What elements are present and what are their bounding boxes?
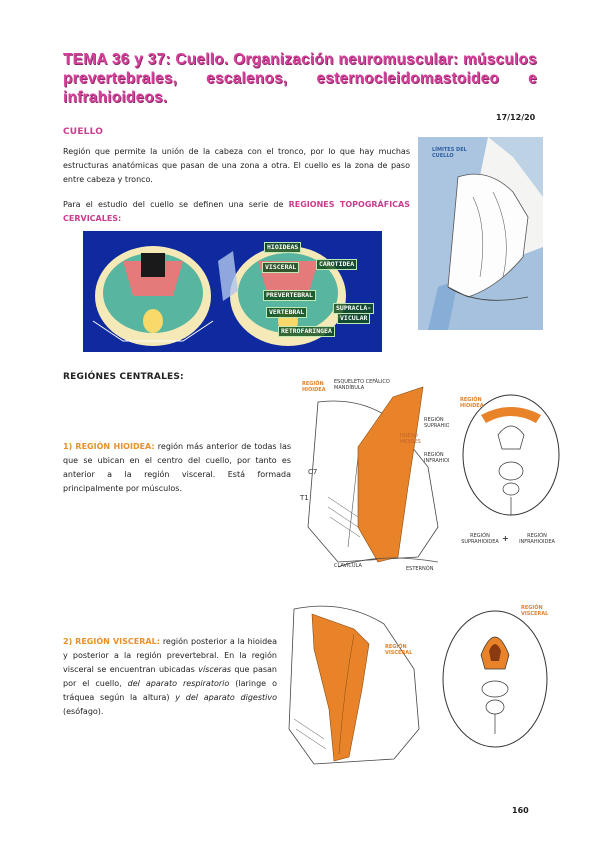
visceral-section-drawing bbox=[442, 610, 548, 748]
region-label-hioideas: HIOIDEAS bbox=[264, 242, 302, 253]
regions-cross-sections bbox=[83, 231, 382, 352]
limits-of-neck-drawing bbox=[418, 137, 543, 330]
region-label-supraclavicular-2: VICULAR bbox=[337, 313, 371, 324]
regiones-topograficas-highlight: REGIONES TOPOGRÁFICAS CERVICALES: bbox=[63, 200, 410, 223]
visceral-text-2: vísceras bbox=[198, 665, 232, 674]
region-label-carotidea: CAROTIDEA bbox=[316, 259, 358, 270]
section-label-supra: REGIÓN SUPRAHIOIDEA bbox=[461, 533, 499, 545]
section-label-plus: + bbox=[502, 534, 509, 543]
fig-label-esternon: ESTERNÓN bbox=[406, 566, 434, 572]
cuello-paragraph-2: Para el estudio del cuello se definen un… bbox=[63, 198, 410, 226]
visceral-text-7: (esófago). bbox=[63, 707, 104, 716]
hioidea-lateral-figure: REGIÓN HIOIDEA ESQUELETO CEFÁLICO MANDÍB… bbox=[298, 377, 449, 575]
visceral-text-4: del aparato respiratorio bbox=[127, 679, 230, 688]
hioidea-paragraph: 1) REGIÓN HIOIDEA: región más anterior d… bbox=[63, 440, 291, 496]
date: 17/12/20 bbox=[496, 113, 536, 122]
visceral-text-3: que pasan por el cuello, bbox=[63, 665, 277, 688]
fig-label-esqueleto: ESQUELETO CEFÁLICO MANDÍBULA bbox=[334, 379, 390, 391]
visceral-text-1: región posterior a la hioidea y posterio… bbox=[63, 637, 277, 674]
hioidea-name: REGIÓN HIOIDEA: bbox=[75, 442, 155, 451]
visceral-text-6: y del aparato digestivo bbox=[175, 693, 277, 702]
region-label-prevertebral: PREVERTEBRAL bbox=[263, 290, 316, 301]
fig-label-infrahioidea: REGIÓN INFRAHIOIDEA bbox=[424, 452, 449, 464]
visceral-lateral-figure: REGIÓN VISCERAL bbox=[284, 589, 429, 770]
cuello-paragraph-1: Región que permite la unión de la cabeza… bbox=[63, 147, 410, 184]
fig-label-clavicula: CLAVÍCULA bbox=[334, 563, 362, 569]
section-label-hioidea: REGIÓN HIOIDEA bbox=[460, 397, 484, 409]
region-label-vertebral: VERTEBRAL bbox=[266, 307, 308, 318]
hioidea-text: región más anterior de todas las que se … bbox=[63, 442, 292, 493]
visceral-name: REGIÓN VISCERAL: bbox=[75, 637, 160, 646]
hioidea-section-figure: REGIÓN HIOIDEA REGIÓN SUPRAHIOIDEA + REG… bbox=[456, 377, 562, 555]
hioidea-section-drawing bbox=[462, 394, 560, 516]
section-heading-cuello: CUELLO bbox=[63, 127, 104, 137]
limits-label: LÍMITES DEL CUELLO bbox=[432, 147, 467, 159]
visceral-paragraph: 2) REGIÓN VISCERAL: región posterior a l… bbox=[63, 635, 277, 719]
fig-label-c7: C7 bbox=[308, 468, 318, 476]
page-number: 160 bbox=[512, 806, 529, 815]
fig-label-hueso: HUESO HIOIDES bbox=[400, 433, 421, 445]
fig-label-t1: T1 bbox=[300, 494, 309, 502]
region-label-retrofaringea: RETROFARINGEA bbox=[278, 326, 335, 337]
hioidea-number: 1) bbox=[63, 442, 73, 451]
fig-label-suprahioidea: REGIÓN SUPRAHIOIDEA bbox=[424, 417, 449, 429]
fig-label-region-hioidea: REGIÓN HIOIDEA bbox=[302, 381, 326, 393]
section-label-visceral: REGIÓN VISCERAL bbox=[521, 605, 549, 617]
region-label-visceral: VISCERAL bbox=[262, 262, 300, 273]
hioidea-lateral-drawing bbox=[307, 386, 439, 568]
regions-topograficas-figure: HIOIDEAS VISCERAL CAROTIDEA PREVERTEBRAL… bbox=[83, 231, 382, 352]
visceral-number: 2) bbox=[63, 637, 73, 646]
section-label-infra: REGIÓN INFRAHIOIDEA bbox=[519, 533, 555, 545]
visceral-lateral-drawing bbox=[288, 605, 420, 765]
visceral-section-figure: REGIÓN VISCERAL bbox=[437, 589, 554, 770]
limits-of-neck-figure: LÍMITES DEL CUELLO bbox=[418, 137, 543, 330]
cuello-p2-text: Para el estudio del cuello se definen un… bbox=[63, 200, 289, 209]
fig-label-region-visceral: REGIÓN VISCERAL bbox=[385, 644, 413, 656]
section-heading-centrales: REGIÓNES CENTRALES: bbox=[63, 372, 184, 382]
page-title: TEMA 36 y 37: Cuello. Organización neuro… bbox=[63, 51, 537, 106]
visceral-text-5: (laringe o tráquea según la altura) bbox=[63, 679, 277, 702]
